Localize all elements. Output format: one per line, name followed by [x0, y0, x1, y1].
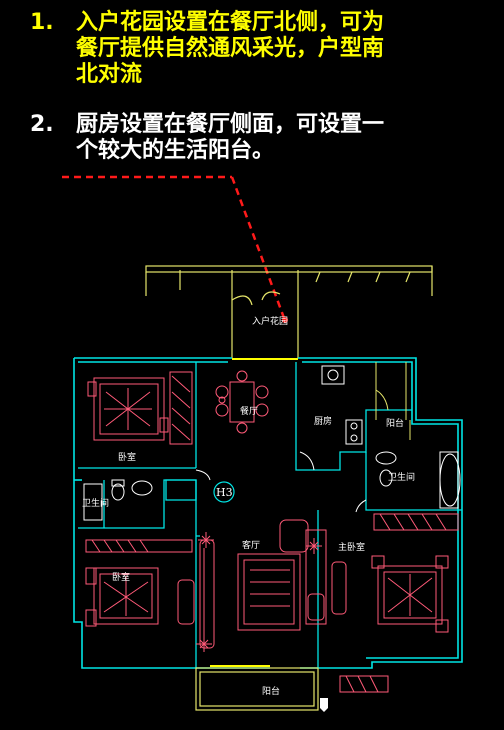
label-balcony-living: 阳台 — [262, 685, 280, 697]
living-balcony — [195, 667, 319, 711]
note-2-line-1: 厨房设置在餐厅侧面，可设置一 — [76, 112, 385, 137]
label-bedroom-b: 卧室 — [112, 571, 130, 583]
label-bedroom-a: 卧室 — [118, 451, 136, 463]
label-master-bedroom: 主卧室 — [338, 541, 365, 553]
furniture — [85, 370, 459, 693]
unit-marker — [213, 481, 235, 503]
corner-mark — [320, 698, 328, 712]
label-kitchen: 厨房 — [314, 415, 332, 427]
note-1-line-1: 入户花园设置在餐厅北侧，可为 — [76, 10, 385, 35]
label-unit-code: H3 — [216, 486, 233, 499]
note-2-text: 厨房设置在餐厅侧面，可设置一 个较大的生活阳台。 — [76, 112, 496, 164]
note-1-line-2: 餐厅提供自然通风采光，户型南 — [76, 36, 385, 61]
note-1-line-3: 北对流 — [76, 62, 143, 87]
window-marks — [210, 358, 298, 667]
label-balcony-service: 阳台 — [386, 417, 404, 429]
inner-walls — [78, 362, 462, 668]
outer-walls — [73, 357, 463, 669]
note-1-text: 入户花园设置在餐厅北侧，可为 餐厅提供自然通风采光，户型南 北对流 — [76, 10, 496, 88]
label-living: 客厅 — [242, 539, 260, 551]
callout-leader — [62, 175, 288, 323]
entry-garden-walls — [145, 265, 433, 358]
note-1-number: 1. — [30, 10, 54, 35]
fixtures — [83, 365, 461, 521]
note-2-number: 2. — [30, 112, 54, 137]
label-bathroom-a: 卫生间 — [82, 497, 109, 509]
service-balcony — [375, 362, 411, 440]
label-entry-garden: 入户花园 — [252, 315, 288, 327]
label-bathroom-master: 卫生间 — [388, 471, 415, 483]
label-dining: 餐厅 — [240, 405, 258, 417]
note-2-line-2: 个较大的生活阳台。 — [76, 138, 275, 163]
